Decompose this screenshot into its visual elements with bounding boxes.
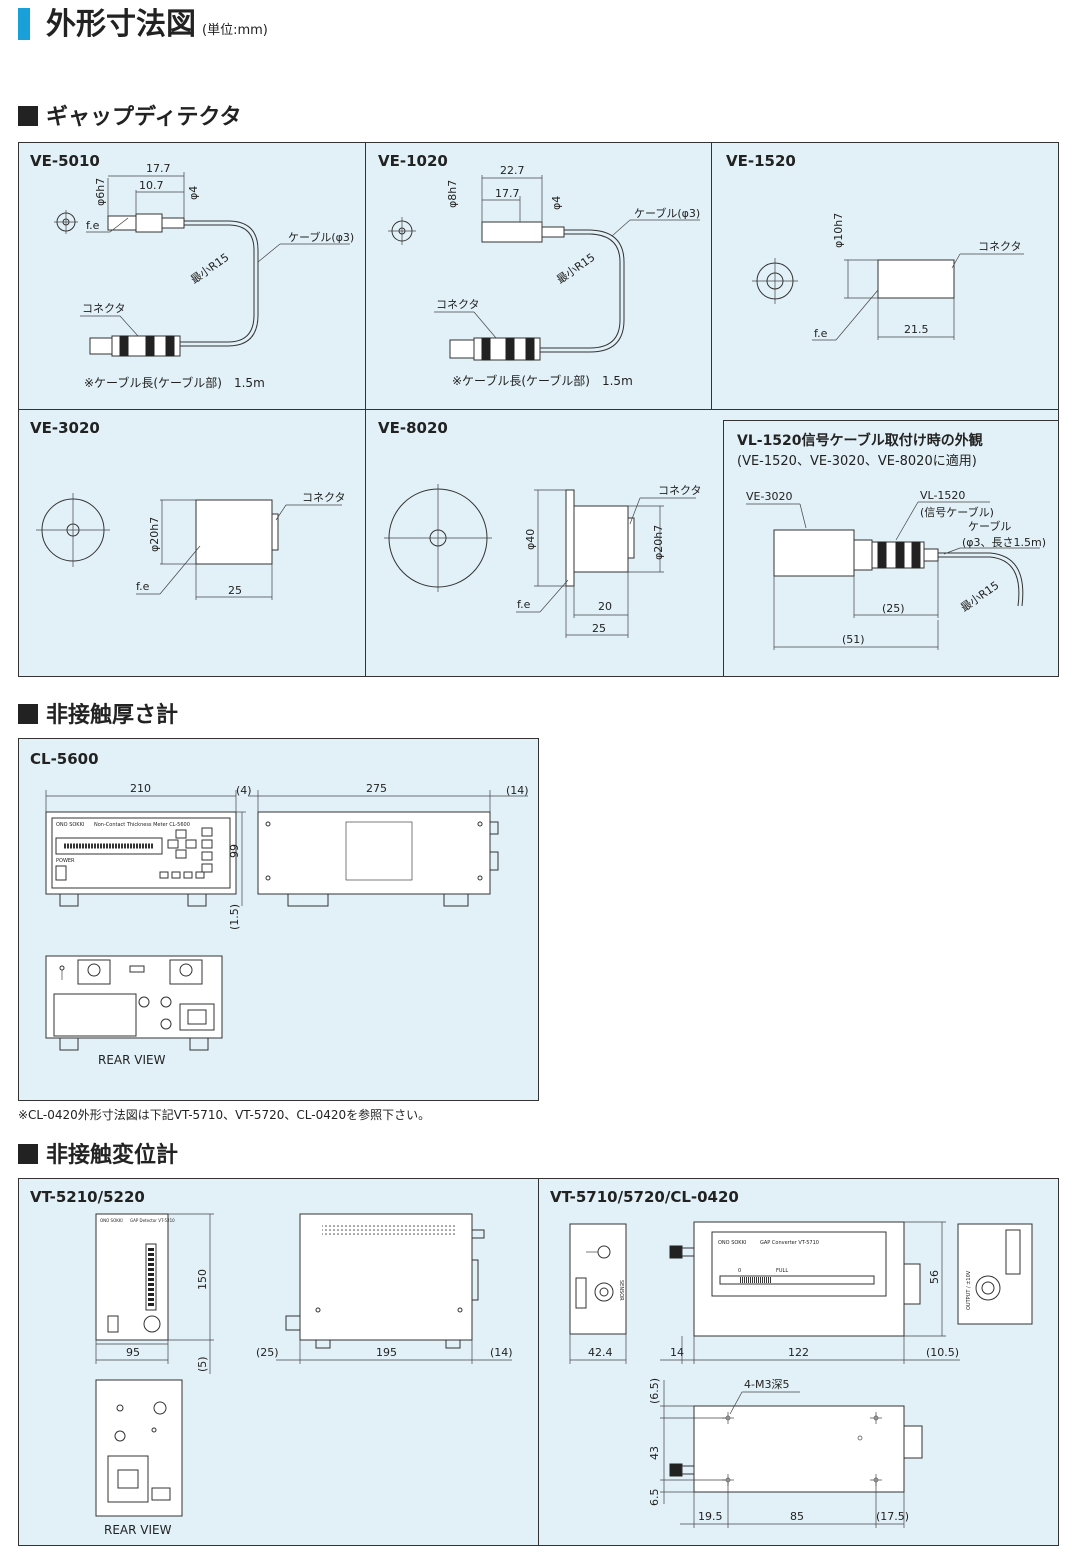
svg-text:f.e: f.e <box>517 598 531 611</box>
svg-text:コネクタ: コネクタ <box>436 298 480 311</box>
svg-text:ONO SOKKI: ONO SOKKI <box>718 1240 746 1246</box>
svg-text:REAR VIEW: REAR VIEW <box>98 1053 166 1067</box>
svg-text:99: 99 <box>228 844 241 858</box>
svg-text:17.7: 17.7 <box>146 162 171 175</box>
svg-text:195: 195 <box>376 1346 397 1359</box>
svg-text:275: 275 <box>366 782 387 795</box>
ve8020-drawing: φ40 φ20h7 20 25 コネクタ f.e <box>384 484 702 638</box>
svg-text:150: 150 <box>196 1269 209 1290</box>
thickness-meter-panel <box>18 738 539 1101</box>
model-vt5210: VT-5210/5220 <box>30 1188 145 1206</box>
svg-text:(25): (25) <box>256 1346 279 1359</box>
svg-text:(信号ケーブル): (信号ケーブル) <box>920 505 994 519</box>
ve1520-drawing: φ10h7 21.5 コネクタ f.e <box>752 213 1024 341</box>
svg-text:20: 20 <box>598 600 612 613</box>
svg-text:14: 14 <box>670 1346 684 1359</box>
svg-text:POWER: POWER <box>56 858 75 864</box>
svg-text:GAP Detector VT-5210: GAP Detector VT-5210 <box>130 1218 175 1223</box>
svg-text:122: 122 <box>788 1346 809 1359</box>
svg-text:コネクタ: コネクタ <box>978 240 1022 253</box>
svg-text:REAR VIEW: REAR VIEW <box>104 1523 172 1537</box>
svg-text:φ4: φ4 <box>550 196 563 210</box>
svg-text:ONO SOKKI: ONO SOKKI <box>56 822 84 828</box>
svg-text:(6.5): (6.5) <box>648 1378 661 1404</box>
vl1520-subtitle: (VE-1520、VE-3020、VE-8020に適用) <box>737 454 977 469</box>
model-vt5710: VT-5710/5720/CL-0420 <box>550 1188 739 1206</box>
model-ve8020: VE-8020 <box>378 419 448 437</box>
svg-text:21.5: 21.5 <box>904 323 929 336</box>
svg-text:φ4: φ4 <box>187 186 200 200</box>
svg-text:(10.5): (10.5) <box>926 1346 959 1359</box>
svg-text:95: 95 <box>126 1346 140 1359</box>
svg-text:(25): (25) <box>882 602 905 615</box>
svg-text:10.7: 10.7 <box>139 179 164 192</box>
section-heading-thickness-meter: 非接触厚さ計 <box>18 702 178 730</box>
svg-text:コネクタ: コネクタ <box>302 491 346 504</box>
svg-text:φ40: φ40 <box>524 529 537 550</box>
svg-text:210: 210 <box>130 782 151 795</box>
svg-text:(5): (5) <box>196 1356 209 1372</box>
svg-text:0: 0 <box>738 1268 741 1274</box>
section-heading-displacement-meter: 非接触変位計 <box>18 1142 178 1170</box>
ve1020-cable-note: ※ケーブル長(ケーブル部) 1.5m <box>452 374 633 388</box>
model-ve5010: VE-5010 <box>30 152 100 170</box>
svg-text:f.e: f.e <box>86 219 100 232</box>
svg-text:φ8h7: φ8h7 <box>446 180 459 208</box>
ve3020-drawing: φ20h7 25 コネクタ f.e <box>36 491 346 600</box>
svg-text:(17.5): (17.5) <box>876 1510 909 1523</box>
svg-text:85: 85 <box>790 1510 804 1523</box>
svg-text:φ20h7: φ20h7 <box>652 525 665 560</box>
svg-text:(51): (51) <box>842 633 865 646</box>
svg-text:17.7: 17.7 <box>495 187 520 200</box>
svg-text:25: 25 <box>592 622 606 635</box>
vl1520-title: VL-1520信号ケーブル取付け時の外観 <box>737 433 983 449</box>
svg-text:ケーブル(φ3): ケーブル(φ3) <box>288 230 354 244</box>
svg-text:φ6h7: φ6h7 <box>94 178 107 206</box>
svg-text:ケーブル(φ3): ケーブル(φ3) <box>634 206 700 220</box>
svg-text:OUTPUT / ±10V: OUTPUT / ±10V <box>966 1270 972 1310</box>
svg-text:SENSOR: SENSOR <box>618 1280 624 1301</box>
svg-text:コネクタ: コネクタ <box>82 302 126 315</box>
svg-text:(14): (14) <box>490 1346 513 1359</box>
svg-text:22.7: 22.7 <box>500 164 525 177</box>
svg-text:56: 56 <box>928 1270 941 1284</box>
title-accent-bar <box>18 8 30 40</box>
svg-text:(φ3、長さ1.5m): (φ3、長さ1.5m) <box>962 536 1046 549</box>
model-cl5600: CL-5600 <box>30 750 99 768</box>
svg-text:f.e: f.e <box>814 327 828 340</box>
svg-text:Non-Contact Thickness Meter CL: Non-Contact Thickness Meter CL-5600 <box>94 822 190 828</box>
svg-text:ケーブル: ケーブル <box>968 519 1011 533</box>
svg-text:43: 43 <box>648 1446 661 1460</box>
svg-text:25: 25 <box>228 584 242 597</box>
svg-text:42.4: 42.4 <box>588 1346 613 1359</box>
svg-text:4-M3深5: 4-M3深5 <box>744 1378 789 1391</box>
page-title: 外形寸法図(単位:mm) <box>46 7 268 42</box>
svg-text:FULL: FULL <box>776 1268 788 1274</box>
model-ve1520: VE-1520 <box>726 152 796 170</box>
svg-text:VE-3020: VE-3020 <box>746 490 792 503</box>
svg-text:f.e: f.e <box>136 580 150 593</box>
svg-text:(4): (4) <box>236 784 252 797</box>
ve5010-cable-note: ※ケーブル長(ケーブル部) 1.5m <box>84 376 265 390</box>
section-heading-gap-detector: ギャップディテクタ <box>18 104 242 132</box>
svg-text:GAP Converter VT-5710: GAP Converter VT-5710 <box>760 1240 819 1246</box>
svg-text:19.5: 19.5 <box>698 1510 723 1523</box>
ve1020-drawing: 22.7 17.7 φ8h7 φ4 ケーブル(φ3) 最小R15 コネクタ <box>388 164 700 361</box>
svg-text:コネクタ: コネクタ <box>658 484 702 497</box>
svg-text:(14): (14) <box>506 784 529 797</box>
svg-text:VL-1520: VL-1520 <box>920 489 965 502</box>
svg-text:(1.5): (1.5) <box>228 904 241 930</box>
svg-text:6.5: 6.5 <box>648 1489 661 1507</box>
thickness-footnote: ※CL-0420外形寸法図は下記VT-5710、VT-5720、CL-0420を… <box>18 1108 431 1122</box>
model-ve3020: VE-3020 <box>30 419 100 437</box>
svg-text:ONO SOKKI: ONO SOKKI <box>100 1218 123 1223</box>
svg-text:φ10h7: φ10h7 <box>832 213 845 248</box>
svg-text:φ20h7: φ20h7 <box>148 517 161 552</box>
model-ve1020: VE-1020 <box>378 152 448 170</box>
vl1520-drawing: VE-3020 VL-1520 (信号ケーブル) ケーブル (φ3、長さ1.5m… <box>746 489 1046 650</box>
